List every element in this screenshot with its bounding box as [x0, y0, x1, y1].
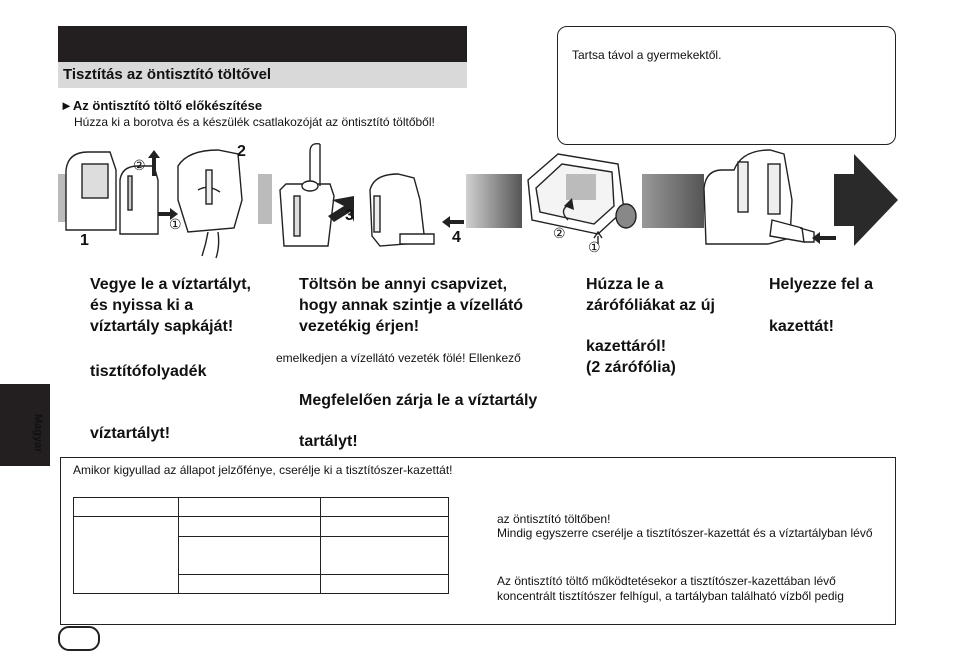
arrow-diagonal-icon: [328, 196, 354, 222]
table-cell: [178, 574, 321, 594]
step2-note: emelkedjen a vízellátó vezeték fölé! Ell…: [276, 351, 521, 365]
table-cell: [73, 516, 179, 594]
illustration-strip: [58, 142, 898, 259]
section-bar: [58, 62, 467, 88]
circled-number: ①: [588, 239, 601, 255]
table-cell: [178, 516, 321, 537]
text-line: hogy annak szintje a vízellátó: [299, 297, 524, 314]
step-title-text: Az öntisztító töltő előkészítése: [72, 98, 263, 113]
step1-instruction: Vegye le a víztartályt, és nyissa ki a v…: [90, 274, 251, 337]
figure-number: 3: [345, 207, 354, 224]
step4-detail: kazettát!: [769, 318, 834, 335]
step1-detail: víztartályt!: [90, 425, 171, 442]
info-heading: Amikor kigyullad az állapot jelzőfénye, …: [73, 463, 453, 477]
text-line: vezetékig érjen!: [299, 318, 420, 335]
text-line: (2 zárófólia): [586, 359, 676, 376]
circled-number: ②: [133, 157, 146, 173]
table-cell: [178, 497, 321, 517]
replacement-table: [73, 497, 449, 594]
text-line: víztartály sapkáját!: [90, 318, 234, 335]
info-text: Mindig egyszerre cserélje a tisztítószer…: [497, 526, 873, 540]
circled-number: ①: [169, 216, 182, 232]
header-bar: [58, 26, 467, 62]
filling-tank-illustration: [258, 142, 435, 247]
step2-instruction: Töltsön be annyi csapvizet, hogy annak s…: [299, 274, 523, 337]
info-text: az öntisztító töltőben!: [497, 512, 611, 526]
circled-number: ②: [553, 225, 566, 241]
text-line: Vegye le a víztartályt,: [90, 276, 251, 293]
charger-remove-tank-illustration: [58, 149, 243, 259]
text-line: kazettáról!: [586, 338, 667, 355]
table-cell: [178, 536, 321, 575]
arrow-right-icon: [158, 208, 178, 220]
callout-text: Tartsa távol a gyermekektől.: [572, 48, 722, 62]
insert-cartridge-illustration: [703, 149, 815, 245]
language-tab: [0, 384, 50, 466]
table-cell: [320, 497, 449, 517]
table-cell: [320, 536, 449, 575]
warning-callout: [557, 26, 896, 145]
step-title: ►Az öntisztító töltő előkészítése: [60, 98, 262, 113]
info-text: Az öntisztító töltő működtetésekor a tis…: [497, 574, 836, 588]
peel-arrow-icon: [564, 198, 603, 244]
text-line: Húzza le a: [586, 276, 664, 293]
info-text: koncentrált tisztítószer felhígul, a tar…: [497, 589, 844, 603]
figure-number: 4: [452, 229, 461, 246]
arrow-up-icon: [148, 150, 160, 176]
table-cell: [73, 497, 179, 517]
cartridge-foil-illustration: [527, 153, 637, 235]
step2-detail: Megfelelően zárja le a víztartály: [299, 392, 538, 409]
text-line: Töltsön be annyi csapvizet,: [299, 276, 508, 293]
section-title: Tisztítás az öntisztító töltővel: [63, 66, 272, 83]
step-divider-bar: [642, 174, 704, 228]
arrow-left-icon: [442, 216, 464, 228]
figure-number: 2: [237, 143, 246, 160]
page-number-badge: [58, 626, 100, 651]
step3-detail: kazettáról! (2 zárófólia): [586, 336, 676, 378]
step4-instruction: Helyezze fel a: [769, 276, 874, 293]
triangle-arrow-icon: ►: [60, 98, 73, 113]
table-cell: [320, 516, 449, 537]
text-line: zárófóliákat az új: [586, 297, 715, 314]
step2-detail: tartályt!: [299, 433, 358, 450]
text-line: és nyissa ki a: [90, 297, 194, 314]
step3-instruction: Húzza le a zárófóliákat az új: [586, 274, 715, 316]
language-label: Magyar: [32, 414, 44, 453]
step-subtitle: Húzza ki a borotva és a készülék csatlak…: [74, 115, 435, 129]
step1-detail: tisztítófolyadék: [90, 363, 207, 380]
next-step-arrow-icon: [834, 154, 898, 246]
figure-number: 1: [80, 232, 89, 249]
info-box: [60, 457, 896, 625]
table-cell: [320, 574, 449, 594]
step-divider-bar: [466, 174, 522, 228]
arrow-insert-icon: [812, 232, 836, 244]
